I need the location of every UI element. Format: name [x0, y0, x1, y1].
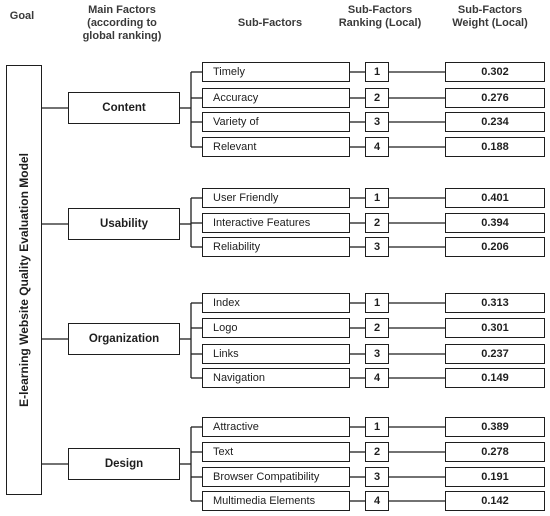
weight-box: 0.191 [445, 467, 545, 487]
weight-box: 0.389 [445, 417, 545, 437]
sub-factor-box: Multimedia Elements [202, 491, 350, 511]
sub-factor-box: Navigation [202, 368, 350, 388]
rank-box: 2 [365, 213, 389, 233]
rank-box: 2 [365, 88, 389, 108]
sub-factor-box: Index [202, 293, 350, 313]
weight-box: 0.142 [445, 491, 545, 511]
rank-box: 2 [365, 318, 389, 338]
sub-factor-box: Logo [202, 318, 350, 338]
main-factor-organization: Organization [68, 323, 180, 355]
rank-box: 1 [365, 417, 389, 437]
rank-box: 4 [365, 368, 389, 388]
rank-box: 1 [365, 62, 389, 82]
header-sub-factors-ranking: Sub-Factors Ranking (Local) [338, 4, 422, 29]
rank-box: 3 [365, 112, 389, 132]
sub-factor-box: Timely [202, 62, 350, 82]
header-main-factors: Main Factors (according to global rankin… [82, 4, 162, 42]
header-goal: Goal [9, 10, 35, 22]
sub-factor-box: Links [202, 344, 350, 364]
rank-box: 4 [365, 491, 389, 511]
main-factor-content: Content [68, 92, 180, 124]
sub-factor-box: Reliability [202, 237, 350, 257]
weight-box: 0.313 [445, 293, 545, 313]
sub-factor-box: Interactive Features [202, 213, 350, 233]
sub-factor-box: Relevant [202, 137, 350, 157]
header-sub-factors: Sub-Factors [237, 17, 303, 29]
weight-box: 0.206 [445, 237, 545, 257]
header-sub-factors-weight: Sub-Factors Weight (Local) [452, 4, 528, 29]
sub-factor-box: Browser Compatibility [202, 467, 350, 487]
main-factor-usability: Usability [68, 208, 180, 240]
weight-box: 0.237 [445, 344, 545, 364]
weight-box: 0.234 [445, 112, 545, 132]
weight-box: 0.401 [445, 188, 545, 208]
main-factor-design: Design [68, 448, 180, 480]
rank-box: 3 [365, 237, 389, 257]
goal-label: E-learning Website Quality Evaluation Mo… [17, 153, 31, 407]
weight-box: 0.301 [445, 318, 545, 338]
weight-box: 0.278 [445, 442, 545, 462]
rank-box: 3 [365, 467, 389, 487]
rank-box: 3 [365, 344, 389, 364]
rank-box: 4 [365, 137, 389, 157]
weight-box: 0.149 [445, 368, 545, 388]
sub-factor-box: Attractive [202, 417, 350, 437]
sub-factor-box: Text [202, 442, 350, 462]
sub-factor-box: Variety of [202, 112, 350, 132]
sub-factor-box: User Friendly [202, 188, 350, 208]
sub-factor-box: Accuracy [202, 88, 350, 108]
rank-box: 2 [365, 442, 389, 462]
rank-box: 1 [365, 293, 389, 313]
rank-box: 1 [365, 188, 389, 208]
weight-box: 0.302 [445, 62, 545, 82]
weight-box: 0.276 [445, 88, 545, 108]
goal-box: E-learning Website Quality Evaluation Mo… [6, 65, 42, 495]
weight-box: 0.188 [445, 137, 545, 157]
weight-box: 0.394 [445, 213, 545, 233]
